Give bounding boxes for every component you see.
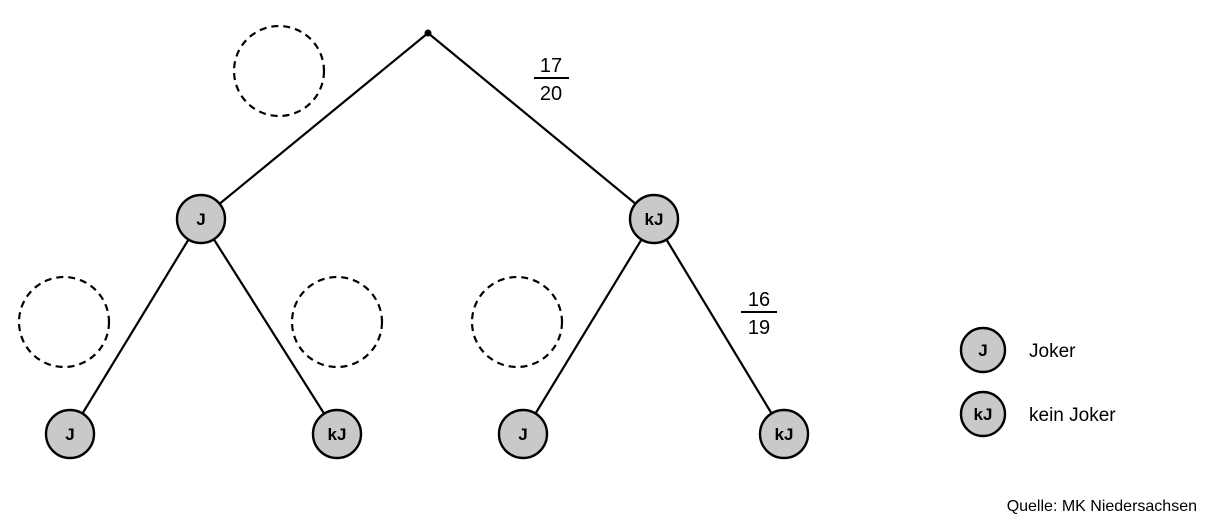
- fraction-numerator: 17: [540, 55, 562, 77]
- fraction-root-right: 17 20: [534, 55, 569, 105]
- legend-symbol: [959, 326, 1007, 374]
- legend-item-joker: J Joker: [959, 326, 1076, 374]
- node-label: J: [196, 210, 205, 229]
- legend-text: kein Joker: [1029, 405, 1116, 426]
- legend-symbol-label: J: [978, 341, 987, 360]
- root-node: [424, 29, 432, 37]
- blank-field-root-left: [232, 24, 326, 118]
- node-level2-3: J: [497, 408, 549, 460]
- node-label: J: [65, 425, 74, 444]
- node-label: kJ: [775, 425, 794, 444]
- edge-left-left: [69, 218, 202, 435]
- node-level2-2: kJ: [311, 408, 363, 460]
- fraction-denominator: 20: [540, 83, 562, 105]
- edge-root-left: [200, 32, 429, 220]
- legend-symbol: [959, 390, 1007, 438]
- legend-symbol-label: kJ: [974, 405, 993, 424]
- blank-field-left-right: [290, 275, 384, 369]
- legend: J Joker kJ kein Joker: [959, 326, 1116, 438]
- fraction-numerator: 16: [748, 289, 770, 311]
- legend-item-kein-joker: kJ kein Joker: [959, 390, 1116, 438]
- node-level1-left: J: [175, 193, 227, 245]
- edge-right-right: [653, 218, 785, 435]
- fraction-denominator: 19: [748, 317, 770, 339]
- node-label: kJ: [645, 210, 664, 229]
- blank-field-left-left: [17, 275, 111, 369]
- node-label: kJ: [328, 425, 347, 444]
- fraction-right-right: 16 19: [741, 289, 777, 339]
- source-caption: Quelle: MK Niedersachsen: [1007, 498, 1197, 515]
- node-level2-1: J: [44, 408, 96, 460]
- node-label: J: [518, 425, 527, 444]
- edge-right-left: [522, 218, 655, 435]
- edge-left-right: [200, 218, 338, 435]
- node-level1-right: kJ: [628, 193, 680, 245]
- legend-text: Joker: [1029, 341, 1076, 362]
- edge-root-right: [427, 32, 655, 220]
- blank-field-right-left: [470, 275, 564, 369]
- node-level2-4: kJ: [758, 408, 810, 460]
